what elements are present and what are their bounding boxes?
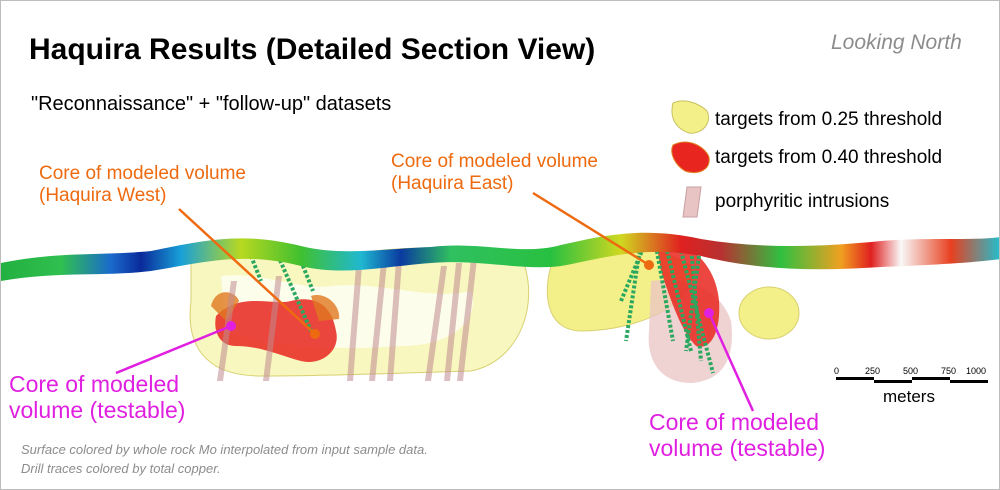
legend-swatch-025	[671, 100, 709, 134]
subtitle: "Reconnaissance" + "follow-up" datasets	[31, 93, 392, 115]
callout-line-1: Core of modeled volume	[39, 163, 246, 184]
page-title: Haquira Results (Detailed Section View)	[29, 33, 596, 66]
scale-tick: 500	[903, 366, 919, 376]
legend-label-040: targets from 0.40 threshold	[715, 147, 943, 168]
legend-label-intrusion: porphyritic intrusions	[715, 191, 890, 212]
callout-line-2: (Haquira West)	[39, 185, 167, 206]
callout-line-2: volume (testable)	[9, 397, 186, 423]
east-satellite-target	[738, 286, 800, 340]
testable-left-line	[115, 324, 232, 375]
callout-line-1: Core of modeled	[9, 371, 180, 397]
scale-unit: meters	[883, 387, 935, 406]
legend-swatch-intrusion	[682, 186, 702, 218]
callout-line-2: volume (testable)	[649, 435, 826, 461]
footnote: Surface colored by whole rock Mo interpo…	[21, 440, 428, 478]
callout-line-1: Core of modeled	[649, 409, 820, 435]
legend-swatch-040	[671, 141, 710, 173]
scale-tick: 750	[941, 366, 957, 376]
callout-line-2: (Haquira East)	[391, 173, 514, 194]
callout-testable-right: Core of modeled volume (testable)	[649, 409, 825, 461]
view-direction: Looking North	[831, 31, 962, 54]
scale-tick: 1000	[966, 366, 987, 376]
callout-testable-left: Core of modeled volume (testable)	[9, 371, 185, 423]
footnote-line: Drill traces colored by total copper.	[21, 461, 221, 476]
porphyritic-intrusions-west	[217, 259, 477, 381]
west-callout-line	[178, 208, 316, 335]
testable-right-line	[707, 312, 755, 412]
scale-tick: 0	[834, 366, 840, 376]
east-callout-line	[532, 191, 650, 267]
callout-line-1: Core of modeled volume	[391, 151, 598, 172]
scale-tick: 250	[865, 366, 881, 376]
callout-east-core: Core of modeled volume (Haquira East)	[391, 151, 598, 195]
callout-west-core: Core of modeled volume (Haquira West)	[39, 163, 246, 207]
west-target-core-040	[215, 299, 337, 362]
footnote-line: Surface colored by whole rock Mo interpo…	[21, 442, 428, 457]
legend-label-025: targets from 0.25 threshold	[715, 109, 943, 130]
scale-bar	[836, 377, 988, 383]
topographic-surface	[1, 232, 999, 281]
